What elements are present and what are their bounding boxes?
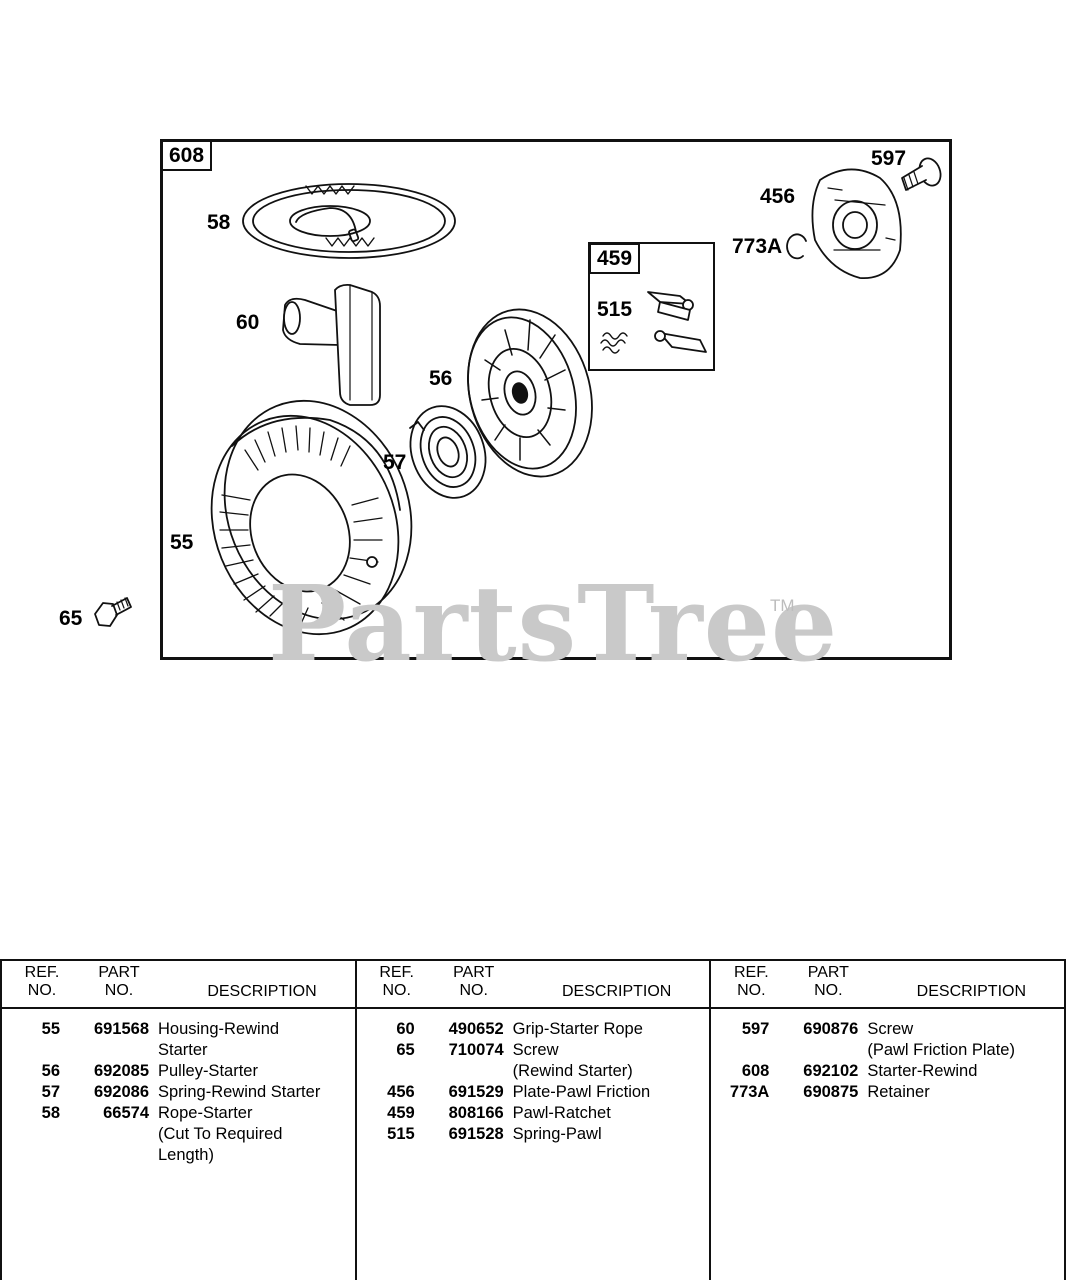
subassembly-box (588, 242, 715, 371)
starter-grip-drawing (282, 283, 381, 406)
description-cell: Pawl-Ratchet (512, 1104, 611, 1122)
callout-773a: 773A (732, 235, 783, 258)
part-no-cell: 691568 (93, 1020, 149, 1038)
table-body: 60 490652 Grip-Starter Rope 65 710074 Screw (… (357, 1019, 710, 1145)
callout-56: 56 (429, 367, 453, 390)
table-row: 60 490652 Grip-Starter Rope (357, 1019, 710, 1040)
watermark-text: PartsTree (268, 562, 839, 685)
ref-no-cell: 58 (41, 1104, 60, 1122)
ref-no-cell: 597 (741, 1020, 770, 1038)
part-no-cell: 690876 (803, 1020, 859, 1038)
callout-597: 597 (871, 147, 907, 170)
retainer-ring-drawing (786, 233, 807, 260)
part-no-cell: 808166 (448, 1104, 504, 1122)
description-cell: Housing-Rewind Starter (158, 1020, 280, 1059)
callout-55: 55 (170, 531, 194, 554)
description-cell: Pulley-Starter (158, 1062, 258, 1080)
description-cell: Plate-Pawl Friction (512, 1083, 651, 1101)
ref-no-cell: 56 (41, 1062, 60, 1080)
pulley-starter-drawing (467, 308, 593, 478)
header-ref: REF.NO. (734, 964, 769, 999)
description-cell: Spring-Pawl (512, 1125, 602, 1143)
ref-no-cell: 55 (41, 1020, 60, 1038)
header-description: DESCRIPTION (562, 983, 672, 1000)
part-no-cell: 691529 (448, 1083, 504, 1101)
table-row: 456 691529 Plate-Pawl Friction (357, 1082, 710, 1103)
ref-no-cell: 57 (41, 1083, 60, 1101)
description-cell: Starter-Rewind (867, 1062, 978, 1080)
part-no-cell: 692085 (93, 1062, 149, 1080)
exploded-parts-drawing (94, 157, 942, 636)
description-cell: Screw (Pawl Friction Plate) (867, 1020, 1015, 1059)
header-description: DESCRIPTION (916, 983, 1027, 1000)
rope-starter-drawing (242, 183, 456, 259)
description-cell: Screw (Rewind Starter) (512, 1041, 633, 1080)
table-row: 55 691568 Housing-Rewind Starter (2, 1019, 355, 1061)
diagram-frame (160, 139, 952, 660)
callout-65: 65 (59, 607, 83, 630)
description-cell: Retainer (867, 1083, 930, 1101)
table-row: 608 692102 Starter-Rewind (711, 1061, 1064, 1082)
table-row: 459 808166 Pawl-Ratchet (357, 1103, 710, 1124)
part-no-cell: 691528 (448, 1125, 504, 1143)
callout-515: 515 (597, 298, 633, 321)
ref-no-cell: 65 (396, 1041, 415, 1059)
part-no-cell: 490652 (448, 1020, 504, 1038)
table-row: 597 690876 Screw (Pawl Friction Plate) (711, 1019, 1064, 1061)
table-row: 57 692086 Spring-Rewind Starter (2, 1082, 355, 1103)
table-row: 515 691528 Spring-Pawl (357, 1124, 710, 1145)
ref-no-cell: 608 (741, 1062, 770, 1080)
table-row: 65 710074 Screw (Rewind Starter) (357, 1040, 710, 1082)
watermark-trademark: TM (770, 596, 795, 615)
screw-pawl-plate-drawing (901, 157, 942, 191)
header-ref: REF.NO. (24, 964, 60, 999)
plate-pawl-friction-drawing (811, 168, 902, 279)
part-no-cell: 66574 (103, 1104, 149, 1122)
part-no-cell: 690875 (803, 1083, 859, 1101)
table-row: 56 692085 Pulley-Starter (2, 1061, 355, 1082)
part-no-cell: 692102 (803, 1062, 859, 1080)
part-no-cell: 692086 (93, 1083, 149, 1101)
description-cell: Grip-Starter Rope (512, 1020, 643, 1038)
table-body: 55 691568 Housing-Rewind Starter 56 692085 Pu… (2, 1019, 355, 1166)
header-description: DESCRIPTION (207, 983, 317, 1000)
ref-no-cell: 459 (387, 1104, 415, 1122)
spring-rewind-drawing (409, 405, 487, 499)
screw-rewind-drawing (94, 597, 132, 627)
table-row: 58 66574 Rope-Starter (Cut To Required Len… (2, 1103, 355, 1166)
assembly-label-608: 608 (161, 140, 213, 172)
pawl-ratchet-drawing (600, 291, 707, 354)
header-ref: REF.NO. (379, 964, 414, 999)
description-cell: Spring-Rewind Starter (158, 1083, 321, 1101)
callout-58: 58 (207, 211, 231, 234)
callout-57: 57 (383, 451, 407, 474)
part-no-cell: 710074 (448, 1041, 504, 1059)
housing-rewind-drawing (210, 399, 413, 636)
ref-no-cell: 773A (729, 1083, 770, 1101)
callout-60: 60 (236, 311, 260, 334)
subassembly-label-459: 459 (589, 243, 641, 275)
ref-no-cell: 456 (387, 1083, 415, 1101)
table-row: 773A 690875 Retainer (711, 1082, 1064, 1103)
ref-no-cell: 515 (387, 1125, 415, 1143)
description-cell: Rope-Starter (Cut To Required Length) (158, 1104, 283, 1164)
ref-no-cell: 60 (396, 1020, 415, 1038)
callout-456: 456 (760, 185, 796, 208)
